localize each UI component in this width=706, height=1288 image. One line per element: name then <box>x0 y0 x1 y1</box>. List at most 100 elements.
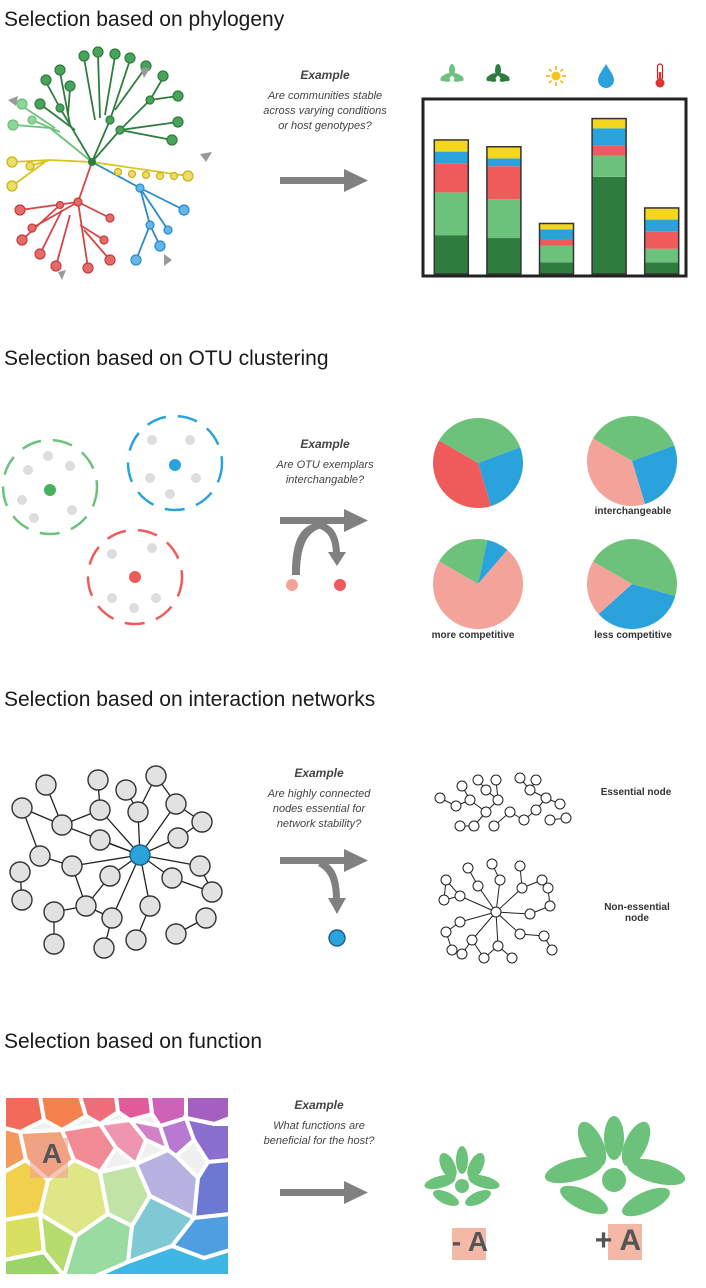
example-text: Are OTU exemplars interchangable? <box>276 459 374 486</box>
section-title-networks: Selection based on interaction networks <box>4 688 376 711</box>
stacked-bar-chart <box>421 97 688 278</box>
pie-slice <box>593 539 677 597</box>
example-heading: Example <box>300 68 350 82</box>
bar-outline <box>433 139 470 275</box>
bar-segment <box>644 219 679 232</box>
function-a-patch <box>30 1138 68 1178</box>
section-title-otu: Selection based on OTU clustering <box>4 347 329 370</box>
plus-a-patch <box>608 1224 642 1260</box>
function-letter-a: A <box>41 1138 63 1169</box>
pie-less-competitive <box>587 539 677 629</box>
triangle-marker <box>200 152 212 162</box>
example-heading: Example <box>294 766 344 780</box>
otu-swap-target <box>334 579 346 591</box>
label-non-essential-node: Non-essential node <box>604 902 670 924</box>
bar-outline <box>591 117 627 275</box>
example-text: What functions are beneficial for the ho… <box>263 1120 375 1147</box>
otu-clusters <box>1 414 224 626</box>
bar-segment <box>592 176 627 274</box>
bar-segment <box>539 239 574 246</box>
bar-segment <box>539 229 574 240</box>
pie-slice <box>478 539 508 584</box>
bar-segment <box>434 139 469 152</box>
triangle-marker <box>8 96 18 106</box>
network-essential-removed <box>434 772 572 832</box>
hub-node <box>129 844 151 866</box>
large-plant-icon <box>544 1116 686 1217</box>
bar-series <box>433 117 680 275</box>
example-heading: Example <box>300 437 350 451</box>
bar-segment <box>486 199 521 239</box>
bar-segment <box>644 262 679 274</box>
arrow-otu <box>280 509 368 575</box>
bar-segment <box>592 128 627 146</box>
pie-slice <box>433 440 492 508</box>
tree-nodes <box>6 46 194 274</box>
bar-segment <box>539 245 574 263</box>
otu-cluster-green <box>1 438 99 536</box>
bar-segment <box>486 166 521 200</box>
minus-a-patch <box>452 1228 486 1260</box>
pie-slice <box>593 416 675 461</box>
example-text: Are communities stable across varying co… <box>263 90 387 132</box>
pie-slice <box>433 549 523 629</box>
otu-cluster-blue <box>126 414 224 512</box>
label-essential-node: Essential node <box>600 787 672 798</box>
triangle-marker <box>58 270 66 280</box>
triangle-marker <box>140 68 150 78</box>
plant-icon <box>440 64 464 82</box>
bar-segment <box>434 192 469 236</box>
bar-segment <box>644 207 679 220</box>
bar-segment <box>486 146 521 159</box>
water-drop-icon <box>598 64 614 88</box>
pie-more-competitive <box>433 539 523 629</box>
arrow-function <box>280 1181 368 1204</box>
label-less-competitive: less competitive <box>594 630 672 641</box>
bar-segment <box>486 158 521 167</box>
bar-segment <box>486 238 521 274</box>
network-nonessential-removed <box>438 858 558 964</box>
network-nodes <box>9 765 223 959</box>
bar-segment <box>592 155 627 177</box>
bar-segment <box>434 151 469 164</box>
triangle-marker <box>164 254 172 266</box>
pie-slice <box>632 445 677 505</box>
bar-segment <box>644 248 679 263</box>
example-text: Are highly connected nodes essential for… <box>267 788 371 830</box>
bar-outline <box>538 222 575 275</box>
pie-slice <box>478 447 523 507</box>
pie-slice <box>587 438 646 506</box>
bar-segment <box>539 262 574 274</box>
bar-segment <box>592 145 627 156</box>
otu-swap-source <box>286 579 298 591</box>
pie-slice <box>598 584 676 629</box>
thermometer-icon <box>655 63 665 88</box>
bar-segment <box>644 231 679 249</box>
section-title-function: Selection based on function <box>4 1030 263 1053</box>
section-title-phylogeny: Selection based on phylogeny <box>4 8 285 31</box>
bar-segment <box>434 163 469 193</box>
phylogenetic-tree <box>11 53 189 269</box>
pie-slice <box>439 539 488 584</box>
dark-plant-icon <box>486 64 510 82</box>
pie-original <box>433 418 523 508</box>
plus-a-label: + A <box>594 1224 642 1257</box>
example-heading: Example <box>294 1098 344 1112</box>
label-more-competitive: more competitive <box>431 630 515 641</box>
label-interchangeable: interchangeable <box>594 506 672 517</box>
minus-a-label: - A <box>451 1226 489 1257</box>
bar-outline <box>486 145 522 275</box>
bar-segment <box>539 223 574 230</box>
small-plant-icon <box>424 1146 500 1207</box>
arrow-phylogeny <box>280 169 368 192</box>
bar-segment <box>592 118 627 129</box>
sun-icon <box>546 66 566 86</box>
removed-hub-node <box>328 929 346 947</box>
pie-slice <box>587 561 632 615</box>
pie-interchangeable <box>587 416 677 506</box>
tree-pointer-markers <box>8 68 212 280</box>
bar-outline <box>643 207 680 275</box>
pie-slice <box>439 418 521 463</box>
bar-segment <box>434 235 469 274</box>
